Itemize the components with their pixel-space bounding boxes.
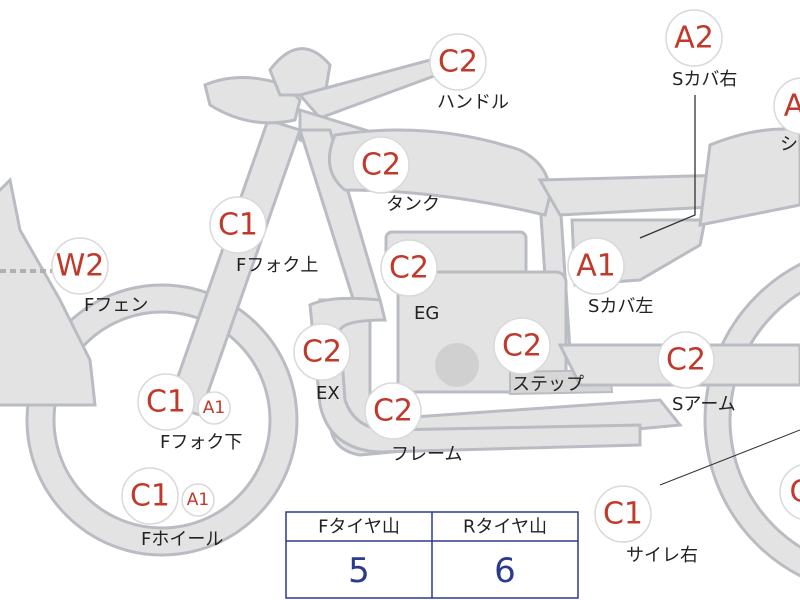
part-front-fender[interactable]: W2 Fフェン	[51, 237, 148, 316]
front-fender-label: Fフェン	[84, 295, 148, 316]
front-fork-lower-label: Fフォク下	[160, 432, 242, 453]
side-cover-left-code: A1	[576, 249, 616, 284]
part-step[interactable]: C2 ステップ	[493, 317, 584, 395]
silencer-right-code: C1	[603, 497, 643, 532]
front-fender-shape	[0, 176, 97, 407]
frame-label: フレーム	[391, 444, 462, 465]
step-code: C2	[502, 329, 542, 364]
exhaust-shape	[308, 296, 642, 454]
tank-label: タンク	[386, 194, 440, 215]
engine-cover	[435, 343, 479, 387]
tank-code: C2	[361, 148, 401, 183]
engine-code: C2	[389, 251, 429, 286]
part-rear-wheel[interactable]: C	[779, 464, 800, 520]
front-wheel-label: Fホイール	[141, 529, 223, 550]
front-tire-value: 5	[348, 551, 370, 591]
part-engine[interactable]: C2 EG	[380, 239, 439, 324]
front-wheel-code: C1	[130, 479, 170, 514]
rear-wheel-code: C	[790, 475, 800, 510]
part-swing-arm[interactable]: C2 Sアーム	[657, 331, 736, 415]
front-fork-upper-code: C1	[218, 208, 258, 243]
front-fork-upper-label: Fフォク上	[236, 255, 318, 276]
side-cover-right-code: A2	[674, 21, 714, 56]
front-fork-lower-code: C1	[146, 385, 186, 420]
front-wheel-code-2: A1	[187, 490, 209, 510]
handle-code: C2	[438, 45, 478, 80]
rear-tire-header: Rタイヤ山	[463, 517, 547, 538]
seat-shape	[698, 127, 800, 227]
engine-label: EG	[414, 303, 439, 324]
frame-code: C2	[373, 394, 413, 429]
silencer-right-label: サイレ右	[626, 545, 698, 566]
side-cover-left-label: Sカバ左	[588, 296, 653, 317]
part-frame[interactable]: C2 フレーム	[364, 382, 462, 465]
part-tank[interactable]: C2 タンク	[352, 136, 440, 215]
bike-illustration	[0, 47, 800, 578]
handle-label: ハンドル	[437, 92, 509, 113]
seat-code: A	[784, 89, 800, 124]
part-silencer-right[interactable]: C1 サイレ右	[594, 485, 698, 566]
part-handle[interactable]: C2 ハンドル	[429, 33, 509, 113]
part-front-fork-upper[interactable]: C1 Fフォク上	[209, 196, 318, 276]
front-fork-lower-code-2: A1	[203, 398, 225, 418]
part-front-wheel[interactable]: C1 A1 Fホイール	[121, 467, 223, 550]
leader-line-sidecover-right	[639, 95, 696, 239]
part-front-fork-lower[interactable]: C1 A1 Fフォク下	[137, 373, 242, 453]
seat-label: シ	[780, 134, 798, 155]
rear-tire-value: 6	[494, 551, 516, 591]
part-side-cover-right[interactable]: A2 Sカバ右	[665, 9, 737, 90]
part-seat[interactable]: A シ	[773, 77, 800, 155]
part-side-cover-left[interactable]: A1 Sカバ左	[567, 237, 653, 317]
leader-line-silencer	[659, 429, 800, 486]
front-fender-code: W2	[56, 249, 105, 284]
front-tire-header: Fタイヤ山	[318, 517, 400, 538]
side-cover-right-label: Sカバ右	[672, 69, 737, 90]
exhaust-label: EX	[316, 383, 340, 404]
swing-arm-label: Sアーム	[672, 394, 736, 415]
part-exhaust[interactable]: C2 EX	[293, 323, 351, 404]
exhaust-code: C2	[302, 335, 342, 370]
step-label: ステップ	[512, 374, 584, 395]
swing-arm-code: C2	[666, 343, 706, 378]
meter-shape	[268, 47, 332, 97]
tire-tread-table: Fタイヤ山 Rタイヤ山 5 6	[285, 511, 579, 599]
